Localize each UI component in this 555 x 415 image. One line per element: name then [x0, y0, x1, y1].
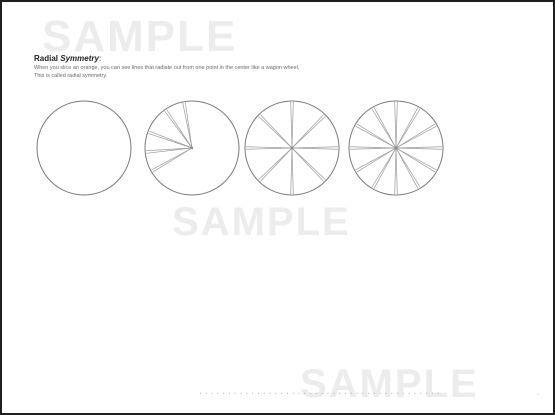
spoke-line: [292, 115, 324, 148]
spoke-line: [152, 148, 192, 170]
circle-partial-spokes: [145, 101, 239, 195]
circle-empty: [37, 101, 131, 195]
spoke-line: [396, 102, 397, 148]
spoke-line: [396, 148, 435, 172]
spoke-line: [292, 102, 293, 148]
description-line-1: When you slice an orange, you can see li…: [34, 65, 524, 72]
spoke-line: [357, 148, 396, 172]
center-point: [291, 147, 293, 149]
spoke-line: [259, 148, 292, 180]
spoke-line: [291, 102, 292, 148]
spoke-line: [372, 109, 396, 148]
spoke-line: [350, 148, 396, 149]
circle-eight-spokes: [245, 101, 339, 195]
spoke-line: [396, 109, 420, 148]
spoke-line: [396, 148, 397, 194]
spoke-line: [185, 102, 192, 148]
spoke-line: [292, 148, 324, 181]
title-bold: Radial: [34, 54, 58, 63]
spoke-line: [260, 115, 292, 148]
spoke-line: [292, 148, 293, 194]
spoke-line: [396, 124, 435, 148]
worksheet-text-block: Radial Symmetry: When you slice an orang…: [34, 54, 524, 80]
spoke-line: [396, 148, 442, 149]
title-italic: Symmetry: [60, 54, 99, 63]
sample-watermark-bottom: SAMPLE: [300, 362, 479, 407]
footer-dotted-line: ........................................…: [198, 388, 442, 397]
spoke-line: [395, 148, 396, 194]
spoke-line: [372, 148, 396, 187]
spoke-line: [292, 148, 325, 180]
center-point: [191, 147, 193, 149]
spoke-line: [259, 116, 292, 148]
sample-watermark-middle: SAMPLE: [172, 200, 351, 245]
spoke-line: [291, 148, 292, 194]
center-point: [395, 147, 397, 149]
footer-mark: .: [537, 388, 539, 397]
spoke-line: [292, 116, 325, 148]
title-suffix: :: [99, 54, 101, 63]
spoke-line: [260, 148, 292, 181]
description-line-2: This is called radial symmetry.: [34, 73, 524, 80]
spoke-line: [246, 148, 292, 149]
spoke-line: [148, 133, 192, 148]
spoke-line: [246, 147, 292, 148]
spoke-line: [350, 147, 396, 148]
spoke-line: [395, 102, 396, 148]
spoke-line: [396, 147, 442, 148]
circle-many-spokes: [349, 101, 443, 195]
worksheet-title: Radial Symmetry:: [34, 54, 524, 64]
spoke-line: [357, 124, 396, 148]
spoke-line: [396, 148, 420, 187]
spoke-line: [292, 148, 338, 149]
circles-illustration: [34, 98, 454, 198]
spoke-line: [292, 147, 338, 148]
